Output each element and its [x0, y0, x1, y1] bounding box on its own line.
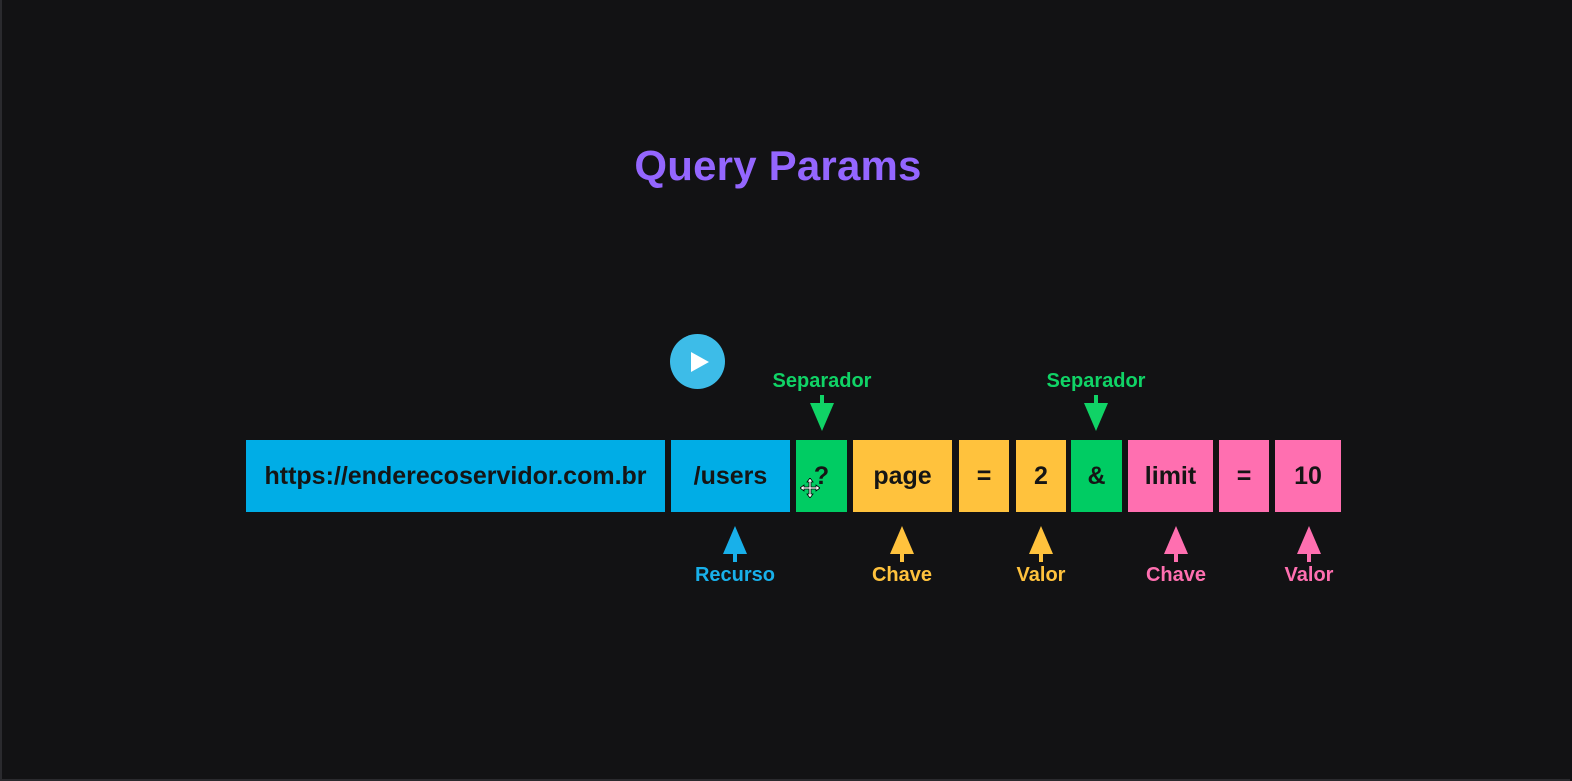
label-recurso: Recurso	[694, 564, 776, 586]
arrow-up-icon	[1029, 526, 1053, 562]
label-separador-question: Separador	[772, 370, 872, 392]
play-button[interactable]	[670, 334, 725, 389]
arrow-up-icon	[1297, 526, 1321, 562]
arrow-up-icon	[723, 526, 747, 562]
url-resource-box: /users	[671, 440, 790, 512]
url-value-10-box: 10	[1275, 440, 1341, 512]
label-chave-limit: Chave	[1145, 564, 1207, 586]
label-chave-page: Chave	[871, 564, 933, 586]
label-separador-ampersand: Separador	[1046, 370, 1146, 392]
url-equals-2-box: =	[1219, 440, 1269, 512]
play-icon	[690, 351, 709, 372]
url-value-2-box: 2	[1016, 440, 1066, 512]
label-valor-2: Valor	[1016, 564, 1066, 586]
url-base-box: https://enderecoservidor.com.br	[246, 440, 665, 512]
arrow-down-icon	[1084, 395, 1108, 431]
url-equals-1-box: =	[959, 440, 1009, 512]
arrow-down-icon	[810, 395, 834, 431]
url-question-separator-box: ?	[796, 440, 847, 512]
diagram-title: Query Params	[634, 142, 922, 189]
arrow-up-icon	[1164, 526, 1188, 562]
url-key-limit-box: limit	[1128, 440, 1213, 512]
url-key-page-box: page	[853, 440, 952, 512]
arrow-up-icon	[890, 526, 914, 562]
move-cursor-icon	[800, 478, 820, 498]
label-valor-10: Valor	[1284, 564, 1334, 586]
url-ampersand-separator-box: &	[1071, 440, 1122, 512]
